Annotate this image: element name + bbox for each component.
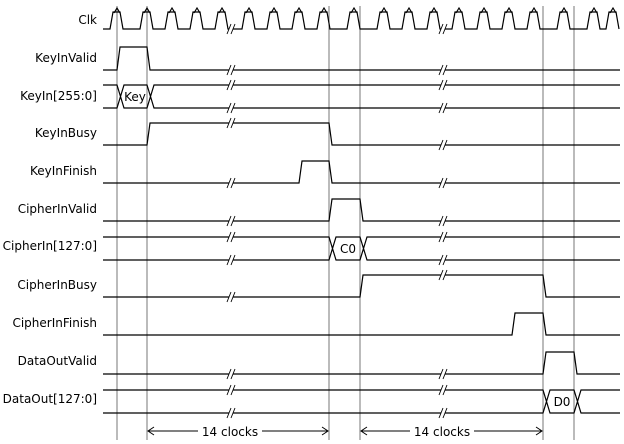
arrow-right-icon: [321, 426, 329, 436]
signal-label-cipherinbusy: CipherInBusy: [17, 278, 97, 292]
break-symbol: [438, 254, 448, 266]
cipherinfinish-waveform: [103, 312, 620, 336]
measurements: 14 clocks 14 clocks: [147, 425, 543, 439]
break-symbol: [226, 254, 236, 266]
signal-label-dataoutvalid: DataOutValid: [18, 354, 97, 368]
break-symbol: [226, 177, 236, 189]
time-markers: [116, 6, 575, 440]
signal-label-cipherinfinish: CipherInFinish: [12, 316, 97, 330]
break-symbol: [226, 102, 236, 114]
clock-edge-arrow: [270, 6, 278, 14]
clock-edge-arrow: [350, 6, 358, 14]
break-symbol: [438, 79, 448, 91]
break-symbol: [438, 139, 448, 151]
arrow-left-icon: [360, 426, 368, 436]
clock-edge-arrow: [480, 6, 488, 14]
break-symbol: [226, 215, 236, 227]
measure-label: 14 clocks: [414, 425, 470, 439]
break-symbol: [226, 64, 236, 76]
break-symbol: [438, 231, 448, 243]
keyin-bus-value: Key: [124, 90, 146, 104]
clock-edge-arrow: [320, 6, 328, 14]
clock-edge-arrow: [560, 6, 568, 14]
clock-edge-arrow: [143, 6, 151, 14]
clk-waveform: [103, 11, 620, 30]
break-symbol: [438, 368, 448, 380]
clock-edge-arrow: [168, 6, 176, 14]
cipherinvalid-waveform: [103, 198, 620, 222]
clock-edge-arrow: [218, 6, 226, 14]
break-symbol: [438, 102, 448, 114]
clock-edge-arrow: [245, 6, 253, 14]
keyinfinish-waveform: [103, 160, 620, 184]
clock-edge-arrow: [590, 6, 598, 14]
dataout-bus-value: D0: [554, 395, 571, 409]
break-symbol: [226, 368, 236, 380]
signal-label-keyinbusy: KeyInBusy: [35, 126, 97, 140]
time-breaks: [226, 23, 448, 419]
break-symbol: [438, 269, 448, 281]
break-symbol: [226, 407, 236, 419]
clock-edge-arrow: [505, 6, 513, 14]
signal-label-cipherinvalid: CipherInValid: [18, 202, 97, 216]
break-symbol: [438, 177, 448, 189]
clock-edge-arrow: [113, 6, 121, 14]
break-symbol: [226, 117, 236, 129]
clock-edge-arrow: [193, 6, 201, 14]
signal-label-cipherin: CipherIn[127:0]: [3, 239, 97, 253]
cipherin-waveform: [103, 236, 620, 261]
break-symbol: [226, 23, 236, 35]
clock-edge-arrow: [380, 6, 388, 14]
signal-label-clk: Clk: [78, 13, 97, 27]
keyinbusy-waveform: [103, 122, 620, 146]
measurement-1: 14 clocks: [147, 425, 329, 439]
signal-label-keyinvalid: KeyInValid: [35, 51, 97, 65]
dataoutvalid-waveform: [103, 351, 620, 375]
waveforms: Key C0 D0: [103, 6, 620, 414]
clock-edge-arrow: [609, 6, 617, 14]
break-symbol: [226, 79, 236, 91]
signal-labels: Clk KeyInValid KeyIn[255:0] KeyInBusy Ke…: [3, 13, 97, 406]
clock-edge-arrow: [530, 6, 538, 14]
break-symbol: [226, 384, 236, 396]
break-symbol: [438, 64, 448, 76]
break-symbol: [438, 384, 448, 396]
clock-edge-arrow: [295, 6, 303, 14]
break-symbol: [438, 23, 448, 35]
clock-edge-arrow: [455, 6, 463, 14]
cipherinbusy-waveform: [103, 274, 620, 298]
clock-edge-arrow: [405, 6, 413, 14]
clock-edge-arrows: [113, 6, 617, 14]
break-symbol: [438, 215, 448, 227]
measure-label: 14 clocks: [202, 425, 258, 439]
break-symbol: [438, 407, 448, 419]
signal-label-dataout: DataOut[127:0]: [3, 392, 97, 406]
signal-label-keyinfinish: KeyInFinish: [30, 164, 97, 178]
keyinvalid-waveform: [103, 46, 620, 71]
dataout-waveform: [103, 389, 620, 414]
arrow-left-icon: [147, 426, 155, 436]
keyin-waveform: [103, 84, 620, 109]
measurement-2: 14 clocks: [360, 425, 543, 439]
break-symbol: [226, 231, 236, 243]
break-symbol: [226, 291, 236, 303]
arrow-right-icon: [535, 426, 543, 436]
clock-edge-arrow: [430, 6, 438, 14]
signal-label-keyin: KeyIn[255:0]: [20, 89, 97, 103]
cipherin-bus-value: C0: [340, 242, 356, 256]
